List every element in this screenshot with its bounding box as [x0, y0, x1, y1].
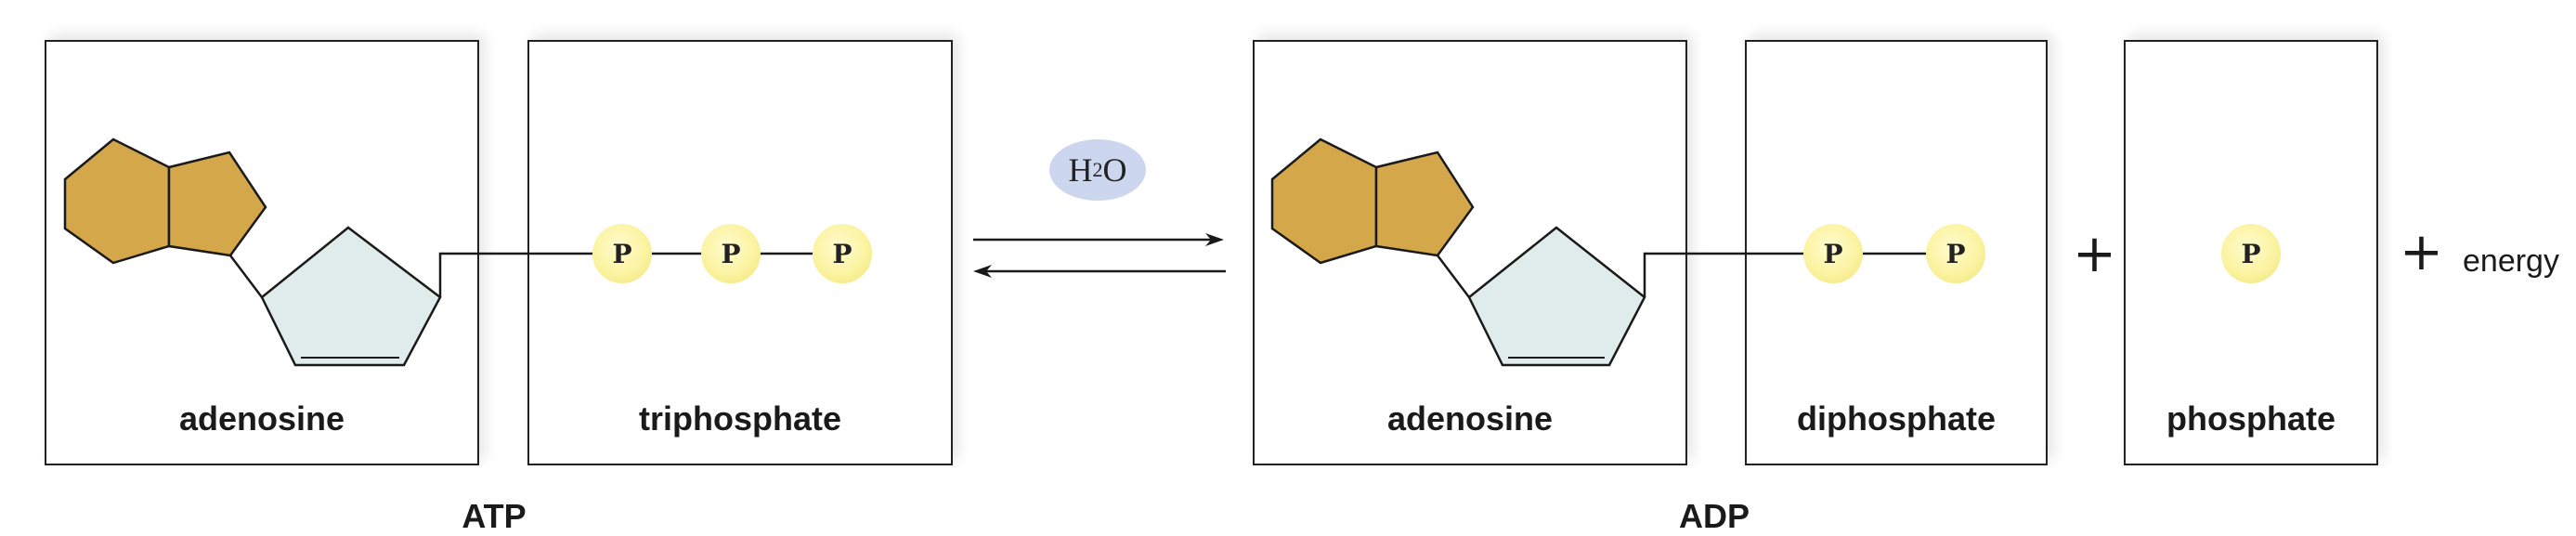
energy-label: energy — [2463, 243, 2559, 279]
adp-phosphate-1: P — [1803, 224, 1863, 283]
adp-adenine-base-icon — [1270, 137, 1475, 265]
water-h: H — [1068, 151, 1093, 189]
plus-sign-1: + — [2073, 224, 2116, 284]
phosphate-label: phosphate — [2166, 399, 2335, 438]
atp-phosphate-2: P — [701, 224, 761, 283]
atp-ribose-sugar-icon — [260, 226, 442, 367]
adp-ribose-sugar-icon — [1467, 226, 1646, 367]
atp-phosphate-3: P — [813, 224, 872, 283]
atp-adenine-base-icon — [63, 137, 267, 265]
atp-name: ATP — [462, 497, 527, 535]
adp-name: ADP — [1678, 497, 1750, 535]
adp-diphosphate-label: diphosphate — [1797, 399, 1996, 438]
atp-triphosphate-label: triphosphate — [638, 399, 841, 438]
atp-adenosine-label: adenosine — [178, 399, 345, 438]
atp-phosphate-1: P — [592, 224, 652, 283]
adp-adenosine-label: adenosine — [1386, 399, 1554, 438]
adp-phosphate-2: P — [1926, 224, 1985, 283]
plus-sign-2: + — [2400, 222, 2443, 282]
equilibrium-arrows-icon — [973, 233, 1226, 278]
water-o: O — [1102, 151, 1127, 189]
water-subscript: 2 — [1092, 158, 1103, 181]
free-phosphate: P — [2221, 224, 2281, 283]
